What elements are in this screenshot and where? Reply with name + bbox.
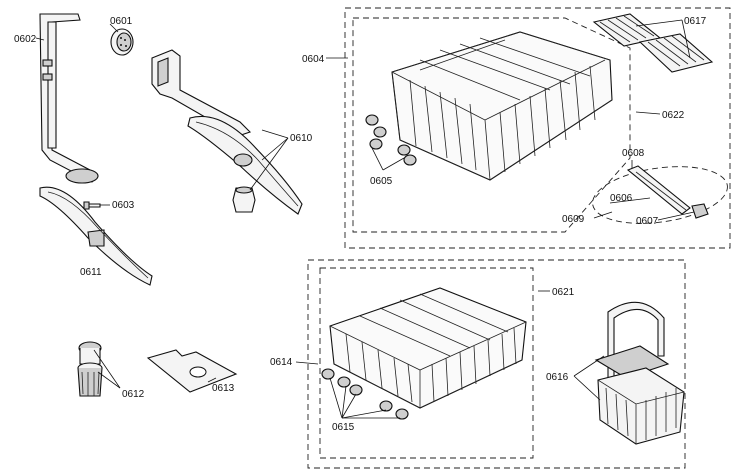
- lower-rack-wheels-part: [321, 368, 409, 420]
- label-0611: 0611: [80, 267, 102, 278]
- cup-shelf-part: [592, 13, 714, 73]
- label-0608: 0608: [622, 148, 645, 159]
- upper-rack-group-frame: [344, 7, 731, 249]
- upper-spray-arm-part: [151, 49, 303, 215]
- nozzle-cap-part: [110, 28, 134, 56]
- screw-part: [83, 201, 101, 210]
- lower-rack-inner-frame: [319, 267, 534, 459]
- supply-tube-part: [39, 13, 99, 184]
- cutlery-basket-part: [594, 301, 685, 445]
- label-0615: 0615: [332, 422, 355, 433]
- label-0609: 0609: [562, 214, 585, 225]
- label-0606: 0606: [610, 193, 633, 204]
- label-0613: 0613: [212, 383, 235, 394]
- lower-spray-arm-part: [39, 186, 153, 286]
- filter-plate-part: [146, 349, 238, 393]
- label-0605: 0605: [370, 176, 393, 187]
- lower-rack-part: [329, 287, 527, 409]
- label-0621: 0621: [552, 287, 575, 298]
- label-0617: 0617: [684, 16, 707, 27]
- label-0601: 0601: [110, 16, 133, 27]
- clip-end-part: [691, 203, 709, 219]
- label-0622: 0622: [662, 110, 685, 121]
- lower-rack-group-frame: [307, 259, 686, 469]
- label-0602: 0602: [14, 34, 37, 45]
- label-0616: 0616: [546, 372, 569, 383]
- clip-group-frame: [592, 166, 728, 224]
- label-0607: 0607: [636, 216, 659, 227]
- upper-rack-part: [391, 31, 613, 181]
- label-0610: 0610: [290, 133, 313, 144]
- upper-rack-wheels-part: [365, 114, 417, 166]
- clip-rail-part: [626, 165, 691, 215]
- filter-part: [77, 341, 103, 397]
- label-0612: 0612: [122, 389, 145, 400]
- label-0604: 0604: [302, 54, 325, 65]
- leader-lines: [35, 19, 695, 419]
- label-0614: 0614: [270, 357, 293, 368]
- upper-rack-inner-frame: [352, 17, 631, 233]
- label-0603: 0603: [112, 200, 135, 211]
